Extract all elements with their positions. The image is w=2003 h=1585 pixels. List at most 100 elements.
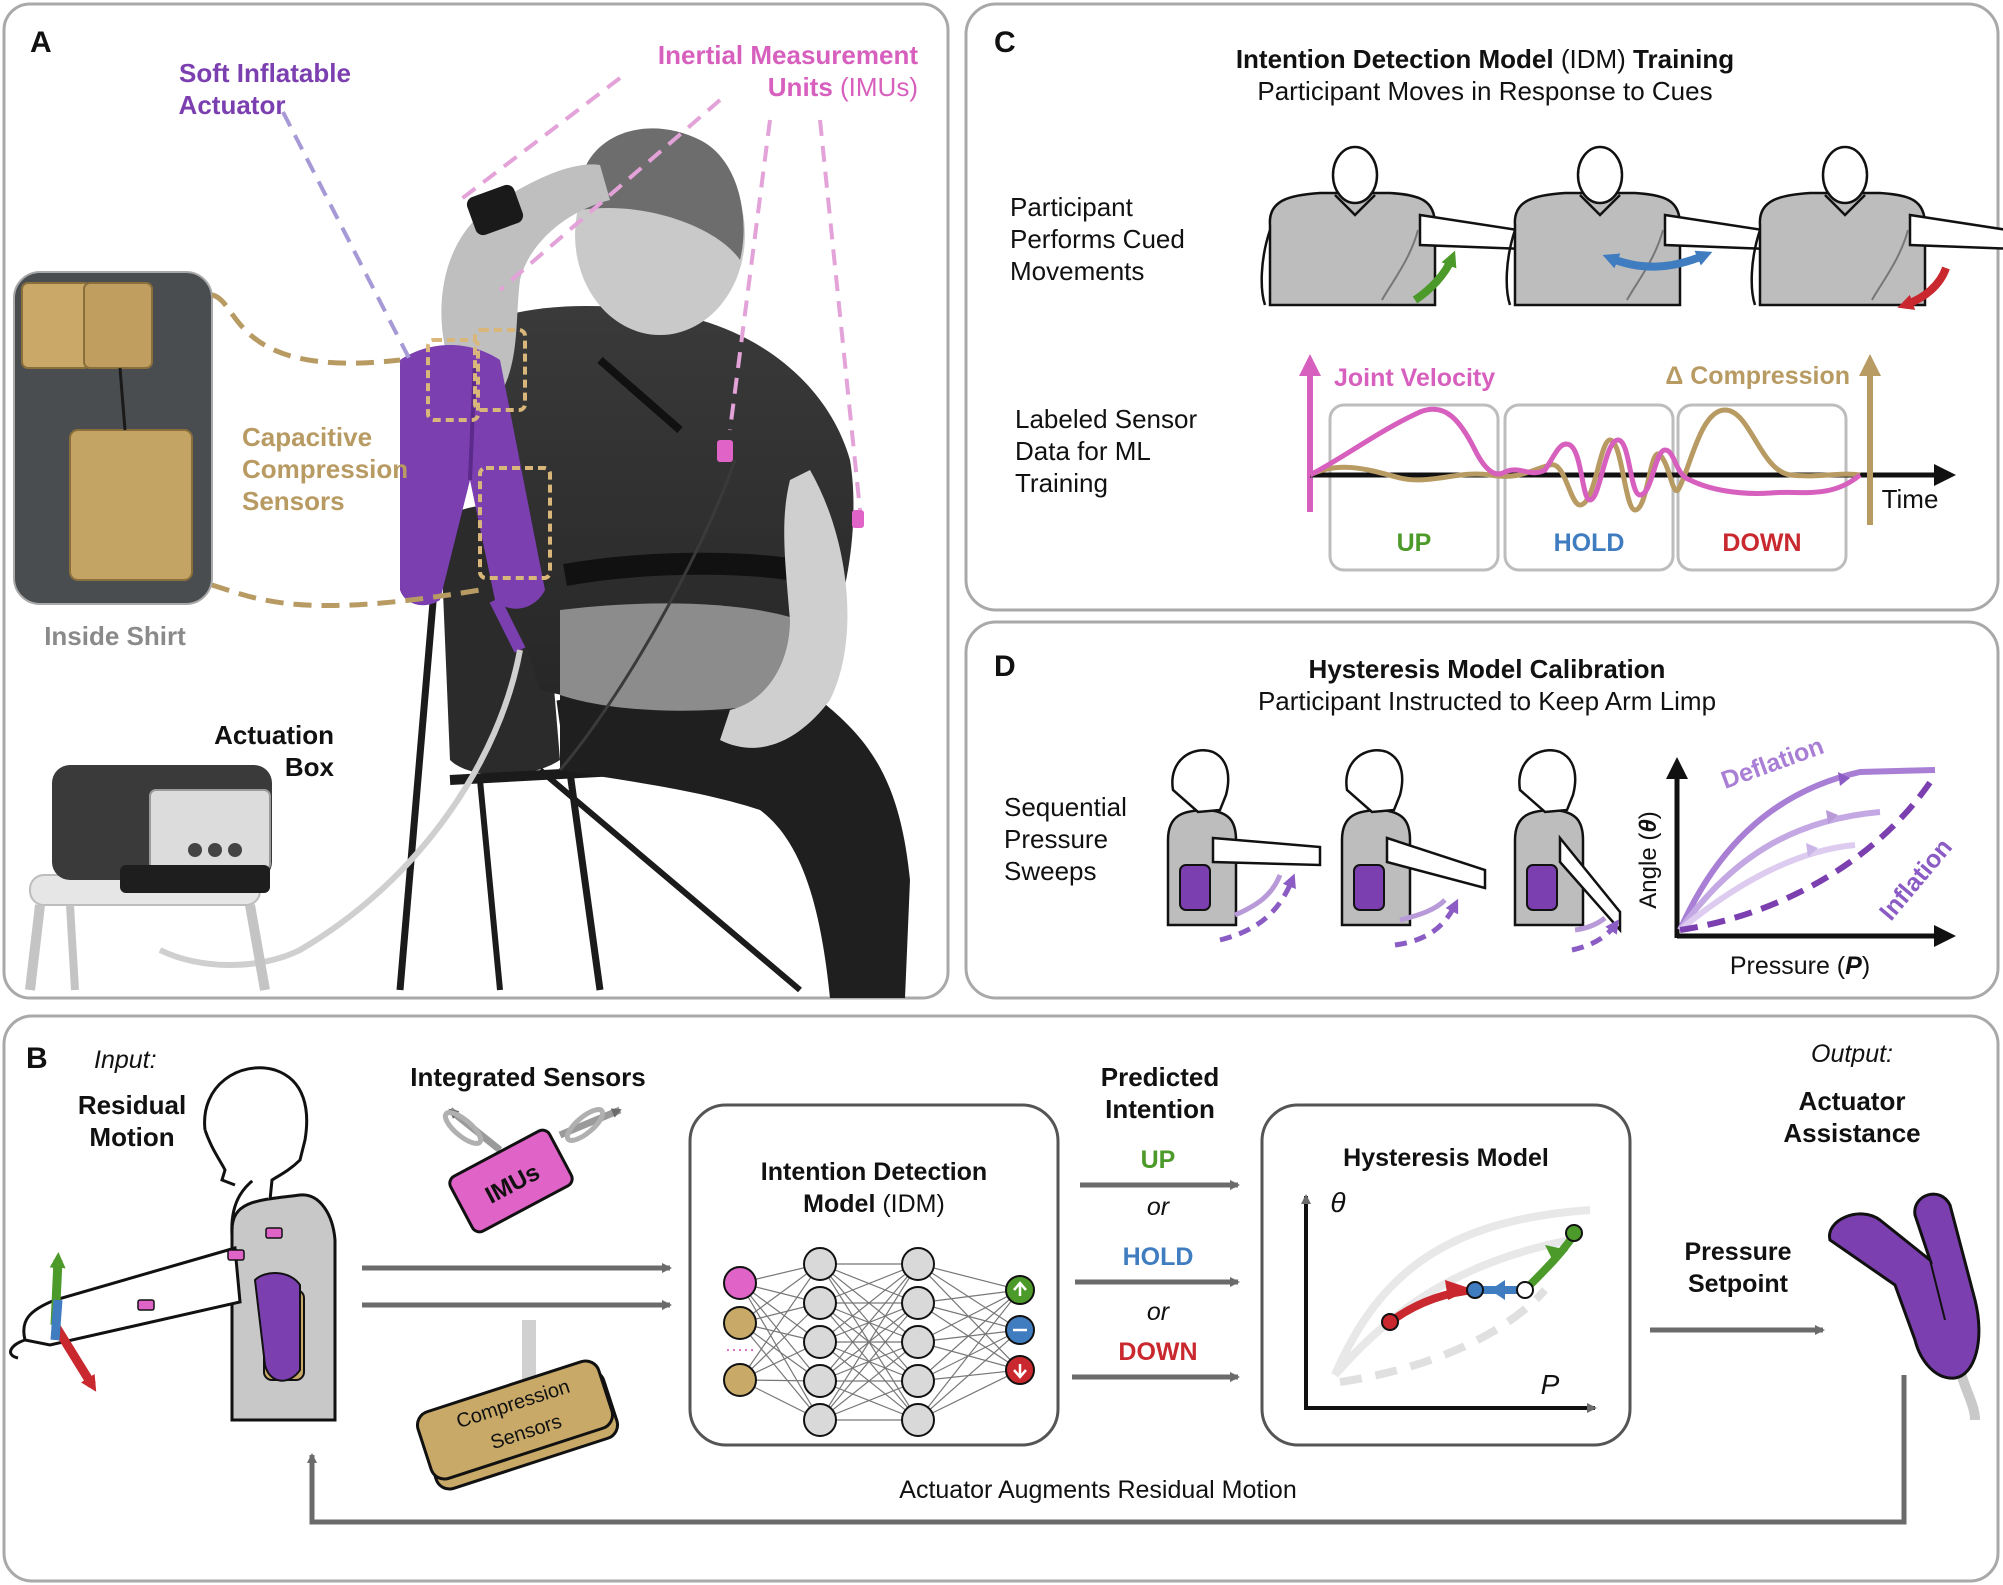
panel-c-title-part-3: Training (1633, 44, 1734, 74)
panel-d: D Hysteresis Model Calibration Participa… (964, 620, 2000, 1000)
panel-a: A (2, 2, 950, 1000)
participant-legs (560, 648, 910, 998)
d-deflation-curve-mid (1677, 809, 1881, 932)
d-plot-y-label: Angle (θ) (1635, 811, 1662, 908)
nn-node (723, 1266, 757, 1300)
nn-node (803, 1403, 837, 1437)
nn-node (803, 1364, 837, 1398)
label-predicted-1: Predicted (1101, 1062, 1220, 1092)
panel-d-letter: D (994, 650, 1016, 683)
label-actuation-box-1: Actuation (214, 720, 334, 750)
nn-node (901, 1403, 935, 1437)
label-residual-1: Residual (78, 1090, 186, 1120)
panel-c-row1-line1: Participant (1010, 192, 1134, 222)
panel-c-border (964, 2, 2000, 612)
panel-c-row1-line3: Movements (1010, 256, 1144, 286)
label-or-1: or (1147, 1193, 1171, 1221)
c-figure-head (1576, 145, 1624, 205)
panel-c-row1-line2: Performs Cued (1010, 224, 1185, 254)
d-figure-actuator (1353, 864, 1385, 911)
panel-d-row-line3: Sweeps (1004, 856, 1097, 886)
b-hysteresis-block: Hysteresis Model θ P (1260, 1103, 1632, 1447)
c-figure-head (1821, 145, 1869, 205)
label-setpoint-2: Setpoint (1688, 1270, 1789, 1298)
c-figure-down (1750, 145, 2003, 310)
panel-b: B Input: Residual Motion Integrated Sens… (2, 1014, 2000, 1583)
participant-resting-arm (720, 470, 848, 748)
label-integrated-sensors: Integrated Sensors (410, 1062, 646, 1092)
panel-c: C Intention Detection Model (IDM) Traini… (964, 2, 2003, 612)
panel-c-cued-movement-figures (1260, 145, 2003, 310)
d-figure-deflation-arrow (1234, 874, 1283, 918)
nn-connection (739, 1302, 821, 1381)
label-idm-1: Intention Detection (761, 1158, 987, 1186)
b-residual-motion-person (9, 1066, 337, 1422)
label-augments: Actuator Augments Residual Motion (899, 1476, 1296, 1504)
d-figure-deflation-arrow (1399, 898, 1447, 923)
panel-b-letter: B (26, 1042, 48, 1075)
nn-connection (917, 1329, 1021, 1421)
label-actuation-box-2: Box (285, 752, 335, 782)
label-idm-2: Model (IDM) (803, 1190, 945, 1218)
b-compression-pad (415, 1359, 615, 1481)
label-soft-actuator-2: Actuator (179, 90, 286, 120)
label-assist-1: Actuator (1799, 1086, 1906, 1116)
inset-sensor-3 (69, 429, 193, 581)
label-input: Input: (94, 1046, 157, 1074)
nn-node (901, 1325, 935, 1359)
nn-output-up-icon (1013, 1281, 1027, 1296)
label-idm-model: Model (803, 1190, 875, 1218)
panel-d-pressure-sweep-figures (1166, 749, 1622, 953)
label-assist-2: Assistance (1783, 1118, 1920, 1148)
inset-sensor-1 (21, 282, 91, 369)
b-hyst-point-red (1381, 1313, 1399, 1331)
b-actuator-shape (1828, 1192, 1981, 1380)
label-idm-abbrev: (IDM) (882, 1190, 944, 1218)
d-plot-x-label-symbol: P (1845, 952, 1862, 980)
b-hyst-curve-outer (1331, 1206, 1591, 1377)
b-hyst-point-blue (1466, 1281, 1484, 1299)
c-figure-arm (1908, 213, 2003, 250)
nn-connection (819, 1380, 919, 1421)
d-deflation-curve-inner (1678, 842, 1856, 933)
actuation-box-photo (25, 765, 272, 991)
panel-a-labels: Soft Inflatable Actuator Inertial Measur… (44, 40, 918, 782)
d-figure-inflation-arrow (1219, 873, 1296, 943)
label-capacitive-2: Compression (242, 454, 408, 484)
d-plot-x-label-prefix: Pressure ( (1730, 952, 1846, 980)
label-time: Time (1882, 484, 1939, 514)
photo-sensor-outline-2 (473, 328, 527, 412)
b-neural-network: ····· (723, 1247, 1035, 1437)
nn-connection (917, 1263, 1021, 1291)
panel-d-hysteresis-plot: Deflation Inflation Angle (θ) Pressure (… (1635, 732, 1958, 980)
nn-connection (917, 1289, 1021, 1421)
nn-connection (819, 1341, 919, 1421)
panel-c-title-part-1: Intention Detection Model (1236, 44, 1554, 74)
b-imu-device: IMUs (442, 1106, 622, 1234)
d-figure-actuator (1526, 864, 1558, 911)
b-imu-box (448, 1128, 574, 1234)
nn-connection (917, 1289, 1021, 1343)
photo-sensor-outline-1 (426, 338, 480, 422)
photo-tubes (158, 649, 523, 968)
label-residual-2: Motion (89, 1122, 174, 1152)
label-hold: HOLD (1554, 529, 1625, 557)
d-plot-y-label-prefix: Angle ( (1635, 833, 1662, 909)
d-figure-head (1171, 749, 1230, 814)
b-hyst-inflation-curve (1339, 1287, 1548, 1386)
b-compression-sensor-device: Compression Sensors (415, 1320, 620, 1491)
label-or-2: or (1147, 1298, 1171, 1326)
nn-connection (819, 1263, 919, 1382)
label-b-theta: θ (1330, 1187, 1345, 1218)
panel-c-subtitle: Participant Moves in Response to Cues (1257, 76, 1712, 106)
d-plot-y-label-suffix: ) (1635, 811, 1662, 819)
panel-d-row-line1: Sequential (1004, 792, 1127, 822)
label-imu-units: Units (768, 72, 833, 102)
label-soft-actuator-1: Soft Inflatable (179, 58, 351, 88)
label-joint-velocity: Joint Velocity (1334, 364, 1495, 392)
nn-connection (739, 1322, 821, 1421)
nn-node (803, 1286, 837, 1320)
d-figure-actuator (1179, 864, 1211, 911)
label-imu-2: Units (IMUs) (768, 72, 918, 102)
label-imu-abbrev: (IMUs) (840, 72, 918, 102)
